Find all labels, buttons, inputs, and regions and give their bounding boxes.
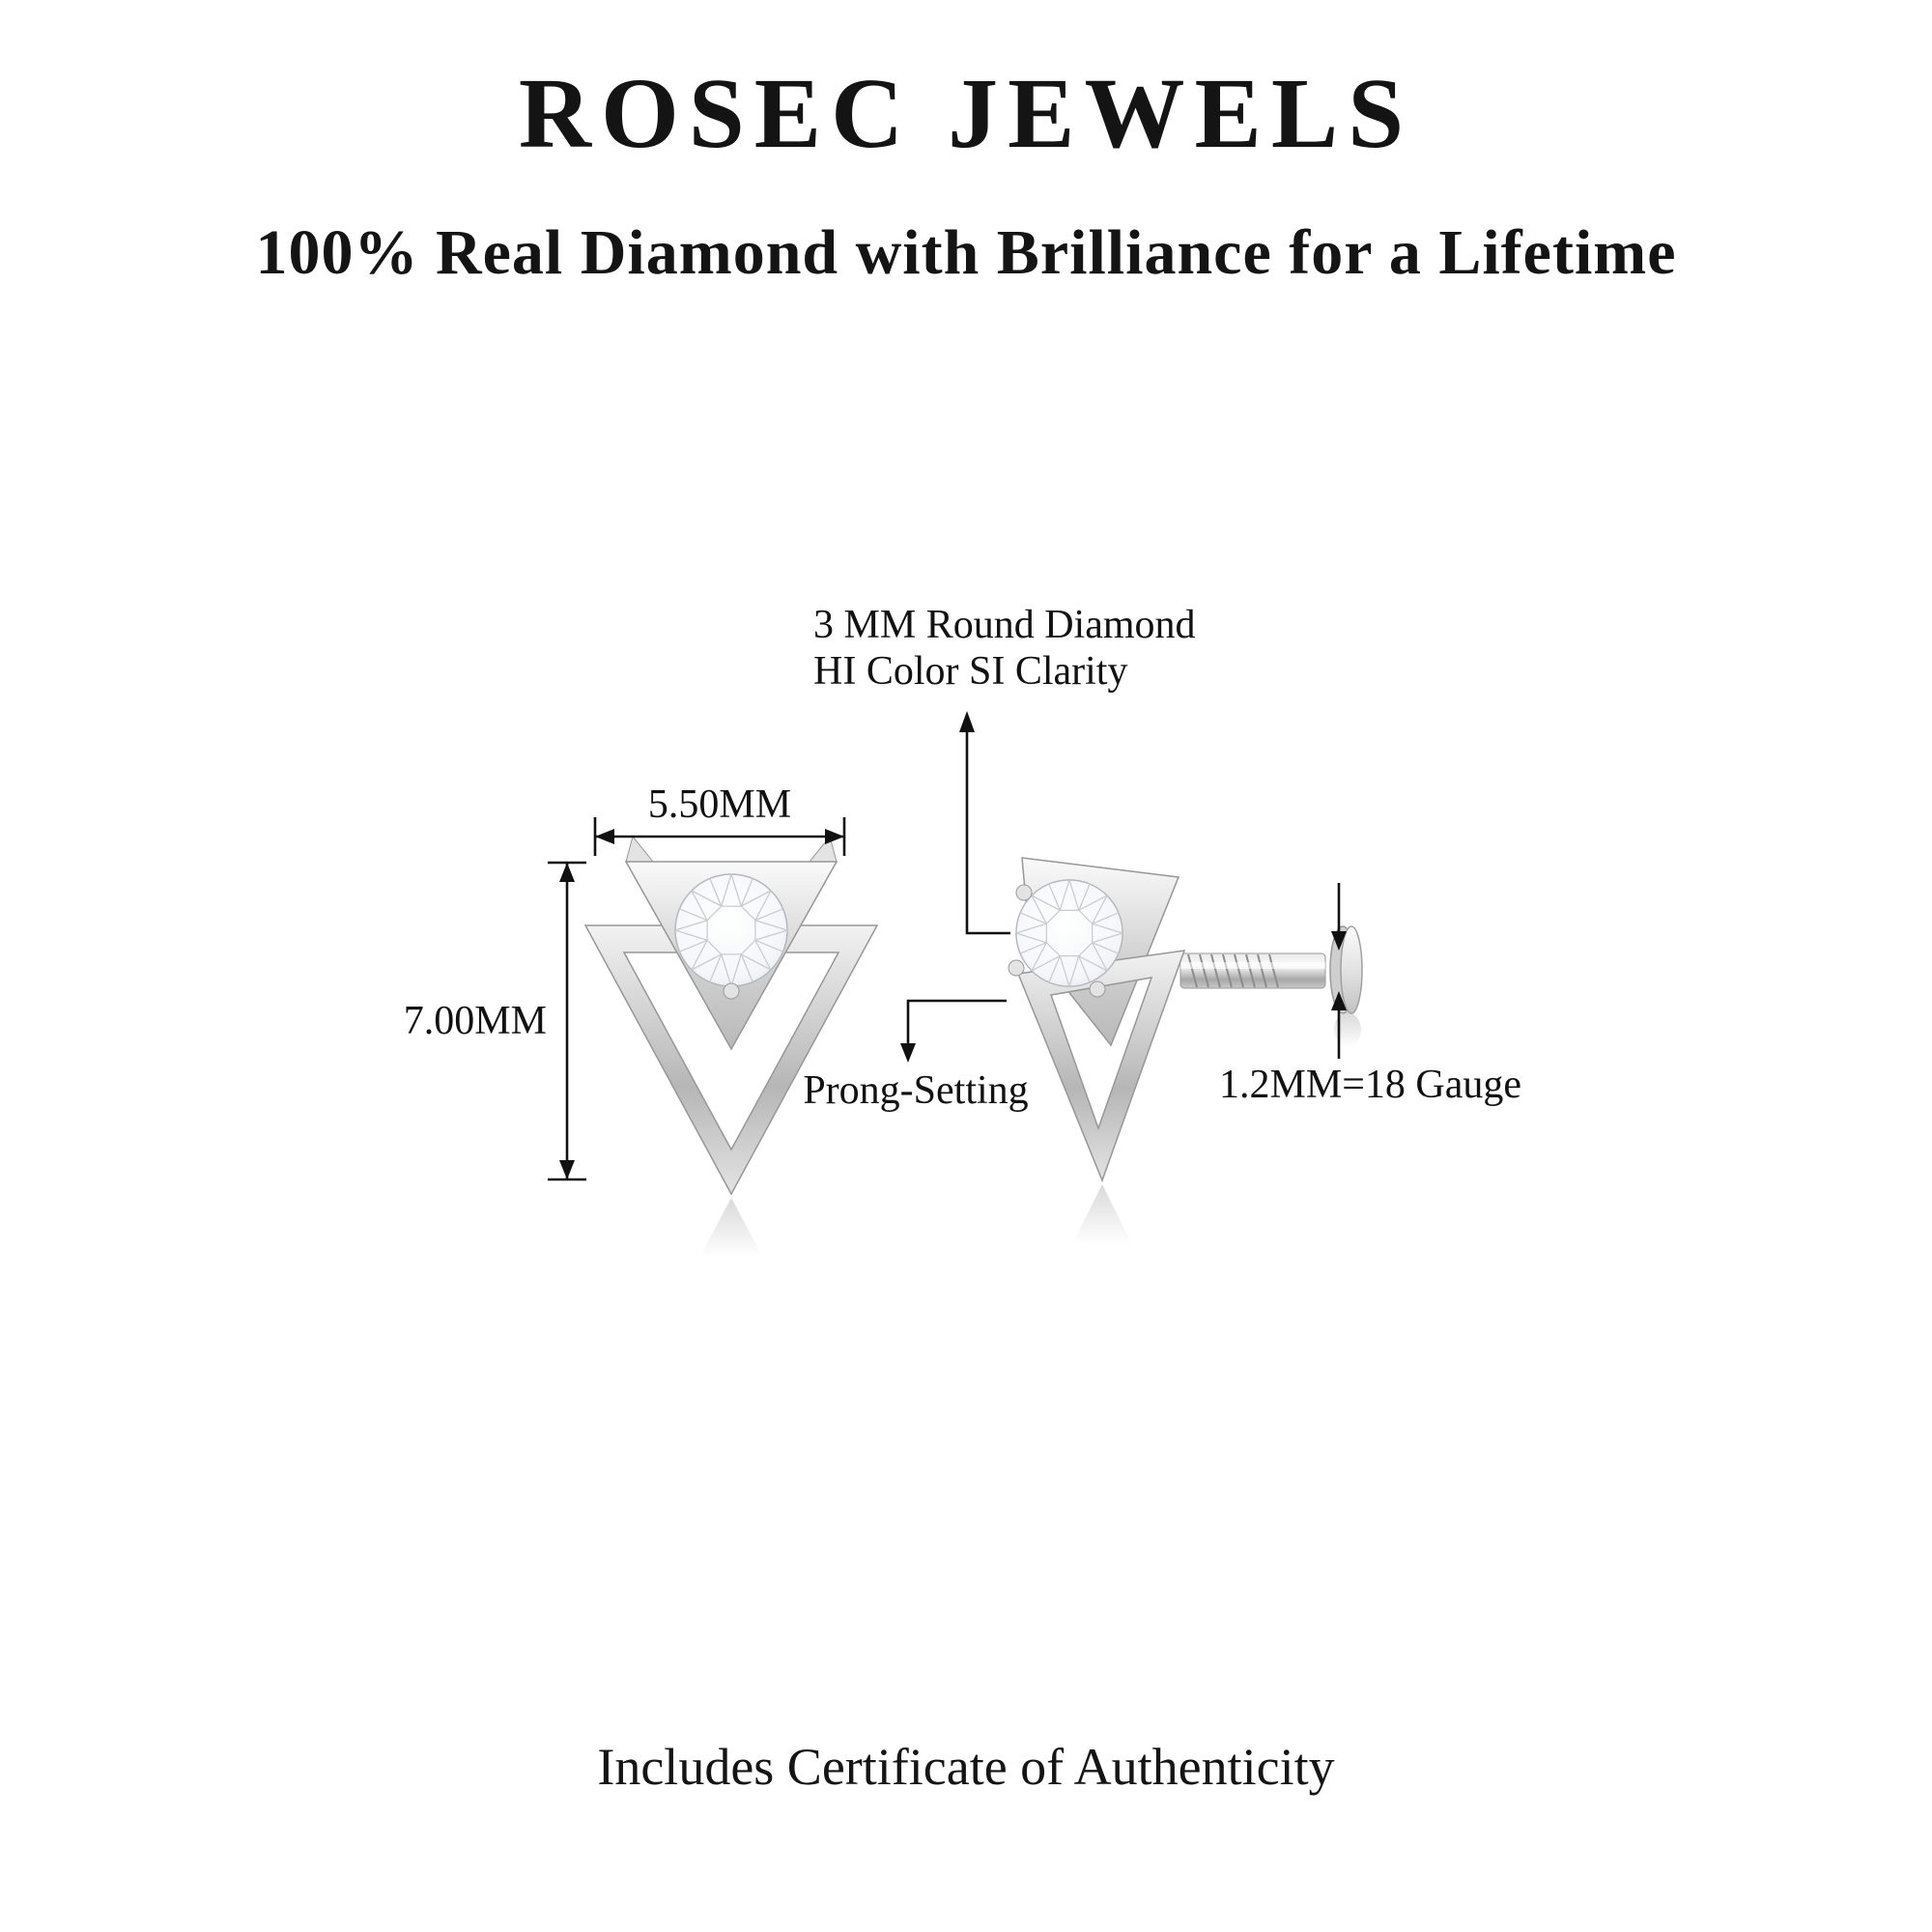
- diagram-annotations: 3 MM Round Diamond HI Color SI Clarity 5…: [404, 603, 1521, 1181]
- height-dimension-label: 7.00MM: [404, 999, 547, 1043]
- post-threads: [1187, 953, 1279, 988]
- post-highlight: [1180, 962, 1325, 969]
- earring-front-view: [583, 835, 879, 1258]
- stone-spec-line2: HI Color SI Clarity: [813, 649, 1127, 694]
- side-reflection: [1072, 1184, 1132, 1244]
- labret-disc-face: [1340, 925, 1363, 1014]
- setting-label: Prong-Setting: [803, 1068, 1028, 1113]
- height-arrow-bottom-icon: [559, 1160, 575, 1179]
- earring-side-view: [1008, 857, 1363, 1244]
- width-arrow-right-icon: [825, 829, 844, 844]
- setting-arrow-down-icon: [900, 1043, 916, 1063]
- prong-claw-top: [1015, 884, 1033, 901]
- front-reflection: [699, 1198, 763, 1258]
- round-diamond-side: [1015, 879, 1123, 987]
- gauge-arrow-up-icon: [1331, 991, 1347, 1010]
- stone-leader-arrow-up-icon: [959, 711, 975, 732]
- stone-leader-line: [965, 726, 1010, 935]
- setting-leader-line: [906, 999, 1007, 1047]
- tagline: 100% Real Diamond with Brilliance for a …: [255, 217, 1677, 288]
- prong-claw-bottom: [1089, 980, 1106, 998]
- width-dimension-label: 5.50MM: [648, 782, 791, 827]
- stone-spec-line1: 3 MM Round Diamond: [813, 603, 1196, 647]
- height-arrow-top-icon: [559, 863, 575, 882]
- gauge-arrow-down-icon: [1331, 931, 1347, 951]
- width-arrow-left-icon: [595, 829, 614, 844]
- certificate-note: Includes Certificate of Authenticity: [597, 1738, 1335, 1796]
- brand-title: ROSEC JEWELS: [518, 58, 1414, 169]
- height-dimension-line: [548, 861, 586, 1181]
- post-gauge-label: 1.2MM=18 Gauge: [1219, 1063, 1521, 1107]
- prong-claw-left: [1008, 959, 1025, 977]
- disc-reflection: [1334, 1012, 1361, 1047]
- round-diamond-front: [674, 873, 788, 987]
- prong-tip-left: [625, 835, 655, 863]
- prong-bottom: [723, 982, 740, 1000]
